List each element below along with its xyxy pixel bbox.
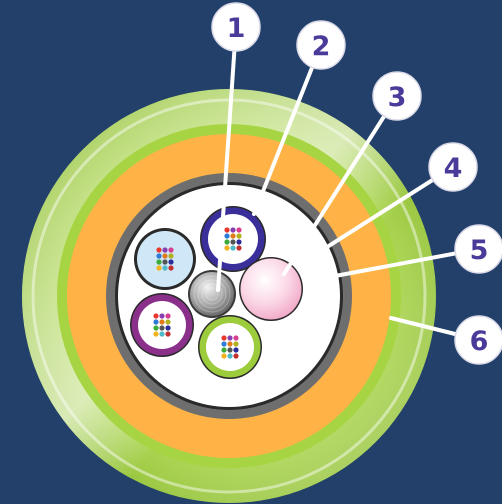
loose-tube-left-fiber-4	[156, 265, 162, 271]
loose-tube-top-fiber-7	[230, 239, 236, 245]
loose-tube-left-fiber-8	[162, 265, 168, 271]
callout-number-1: 1	[227, 13, 246, 44]
callout-line-3	[282, 94, 399, 276]
callout-line-1	[216, 25, 238, 292]
loose-tube-top-fiber-10	[236, 233, 242, 239]
loose-tube-left-fiber-2	[156, 253, 162, 259]
central-strength-member	[190, 272, 234, 316]
central-member-ring-3	[197, 279, 227, 309]
central-member-ring-1	[205, 287, 219, 301]
callout-badge-5	[454, 224, 502, 274]
loose-tube-bottom-fiber-11	[233, 347, 239, 353]
loose-tube-bottom-fiber-9	[233, 335, 239, 341]
loose-tube-bottom-fiber-1	[221, 335, 227, 341]
loose-tube-bottom-fiber-12	[233, 353, 239, 359]
loose-tube-left-fiber-5	[162, 247, 168, 253]
loose-tube-bottom-left-fiber-11	[165, 325, 171, 331]
loose-tube-left-fiber-7	[162, 259, 168, 265]
callout-line-4	[311, 165, 455, 258]
loose-tube-left-fiber-9	[168, 247, 174, 253]
loose-tube-top-fiber-5	[230, 227, 236, 233]
loose-tube-bottom-left-fiber-3	[153, 325, 159, 331]
callout-badge-1	[211, 2, 261, 52]
callout-badge-4	[428, 142, 478, 192]
loose-tube-top-fiber-9	[236, 227, 242, 233]
loose-tube-bottom-left-fiber-4	[153, 331, 159, 337]
loose-tube-bottom-left-interior	[138, 301, 186, 349]
loose-tube-bottom-fiber-8	[227, 353, 233, 359]
loose-tube-bottom-fiber-5	[227, 335, 233, 341]
loose-tube-bottom-left-fiber-10	[165, 319, 171, 325]
loose-tube-top-fiber-8	[230, 245, 236, 251]
loose-tube-bottom-fiber-6	[227, 341, 233, 347]
loose-tube-bottom-fiber-2	[221, 341, 227, 347]
loose-tube-left-fiber-1	[156, 247, 162, 253]
loose-tube-top-fiber-11	[236, 239, 242, 245]
cable-cross-section	[22, 89, 436, 503]
loose-tube-top-fiber-3	[224, 239, 230, 245]
loose-tube-bottom-left-fiber-9	[165, 313, 171, 319]
loose-tube-top-fiber-2	[224, 233, 230, 239]
callout-badge-2	[296, 20, 346, 70]
loose-tube-left-fiber-12	[168, 265, 174, 271]
loose-tube-bottom-left-fiber-2	[153, 319, 159, 325]
loose-tube-left-fiber-10	[168, 253, 174, 259]
loose-tube-top-interior	[208, 214, 258, 264]
loose-tube-top-fiber-1	[224, 227, 230, 233]
loose-tube-left-interior	[137, 231, 193, 287]
loose-tube-left-fiber-6	[162, 253, 168, 259]
loose-tube-bottom-fiber-7	[227, 347, 233, 353]
loose-tube-top-fiber-4	[224, 245, 230, 251]
loose-tube-left-fiber-3	[156, 259, 162, 265]
loose-tube-bottom-left-fiber-12	[165, 331, 171, 337]
loose-tube-left-fiber-11	[168, 259, 174, 265]
loose-tube-bottom-fiber-3	[221, 347, 227, 353]
loose-tube-bottom-fiber-4	[221, 353, 227, 359]
loose-tube-bottom-left-fiber-1	[153, 313, 159, 319]
loose-tube-bottom-left-fiber-6	[159, 319, 165, 325]
callout-number-5: 5	[470, 235, 489, 266]
callout-line-2	[252, 43, 323, 216]
callout-badges: 1 2 3 4 5 6	[211, 2, 502, 365]
filler-rod	[240, 258, 302, 320]
loose-tube-bottom-interior	[206, 323, 254, 371]
central-member-ring-2	[201, 283, 223, 305]
central-member-ring-4	[193, 275, 231, 313]
loose-tube-bottom-fiber-10	[233, 341, 239, 347]
loose-tube-top-fiber-12	[236, 245, 242, 251]
loose-tube-bottom-left-fiber-7	[159, 325, 165, 331]
callout-number-4: 4	[444, 153, 463, 184]
loose-tube-bottom-left-fiber-5	[159, 313, 165, 319]
callout-number-6: 6	[470, 326, 489, 357]
callout-badge-3	[372, 71, 422, 121]
callout-number-2: 2	[312, 31, 331, 62]
callout-badge-6	[454, 315, 502, 365]
loose-tube-bottom-left-fiber-8	[159, 331, 165, 337]
loose-tube-top-fiber-6	[230, 233, 236, 239]
callout-number-3: 3	[388, 82, 407, 113]
